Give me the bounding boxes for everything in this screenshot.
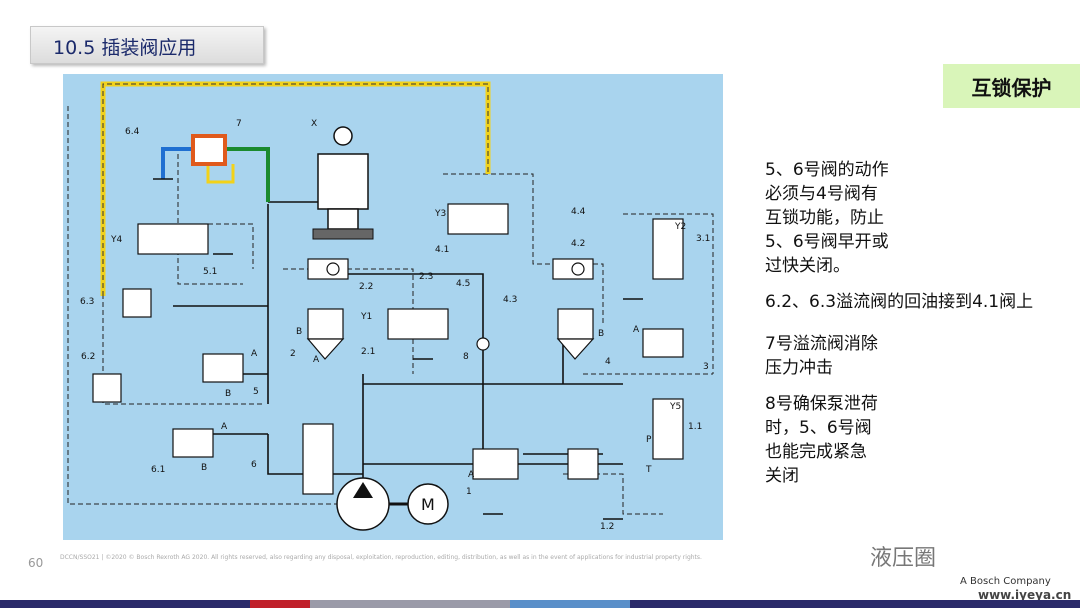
directional-valves (137, 203, 684, 495)
label-y2: Y2 (674, 222, 686, 232)
label-4.4: 4.4 (571, 207, 586, 217)
legal-footer: DCCN/SSO21 | ©2020 © Bosch Rexroth AG 20… (60, 554, 702, 561)
label-a-1: A (468, 470, 475, 480)
label-3: 3 (703, 362, 709, 372)
label-8: 8 (463, 352, 469, 362)
label-4.3: 4.3 (503, 295, 517, 305)
green-pressure-line (225, 147, 270, 202)
label-y4: Y4 (110, 235, 122, 245)
main-lines (173, 201, 623, 494)
label-4.1: 4.1 (435, 245, 449, 255)
label-2: 2 (290, 349, 296, 359)
label-5: 5 (253, 387, 259, 397)
hydraulic-circuit-diagram: 6.4 7 X Y4 Y3 4.4 Y2 3.1 4.1 4.2 5.1 2.3… (63, 74, 723, 540)
label-6.4: 6.4 (125, 127, 140, 137)
explanation-notes: 5、6号阀的动作 必须与4号阀有 互锁功能，防止 5、6号阀早开或 过快关闭。 … (765, 158, 1075, 500)
label-x: X (311, 119, 317, 129)
label-2.2: 2.2 (359, 282, 373, 292)
note-3: 7号溢流阀消除 压力冲击 (765, 334, 878, 378)
label-a-5: A (251, 349, 258, 359)
slide-title: 10.5 插装阀应用 (53, 37, 197, 59)
slide-title-box: 10.5 插装阀应用 (30, 26, 264, 64)
bottom-color-bar (0, 600, 1080, 608)
topic-badge: 互锁保护 (943, 64, 1080, 108)
label-1: 1 (466, 487, 472, 497)
label-4: 4 (605, 357, 611, 367)
label-5.1: 5.1 (203, 267, 217, 277)
label-y1: Y1 (360, 312, 372, 322)
label-6.1: 6.1 (151, 465, 165, 475)
label-2.3: 2.3 (419, 272, 433, 282)
label-t: T (645, 465, 652, 475)
label-a-3: A (633, 325, 640, 335)
label-7: 7 (236, 119, 242, 129)
label-4.5: 4.5 (456, 279, 470, 289)
note-4: 8号确保泵泄荷 时，5、6号阀 也能完成紧急 关闭 (765, 394, 878, 486)
label-b-2: B (296, 327, 302, 337)
component-labels: 6.4 7 X Y4 Y3 4.4 Y2 3.1 4.1 4.2 5.1 2.3… (80, 119, 710, 532)
yellow-pilot-line (100, 81, 491, 296)
label-a-2: A (313, 355, 320, 365)
cartridge-elements (172, 308, 684, 480)
watermark-company: A Bosch Company (960, 576, 1051, 587)
note-1: 5、6号阀的动作 必须与4号阀有 互锁功能，防止 5、6号阀早开或 过快关闭。 (765, 160, 889, 276)
label-b-5: B (225, 389, 231, 399)
page-number: 60 (28, 556, 44, 570)
label-a-6: A (221, 422, 228, 432)
label-6: 6 (251, 460, 257, 470)
label-2.1: 2.1 (361, 347, 375, 357)
label-1.1: 1.1 (688, 422, 702, 432)
watermark-brand: 液压圈 (870, 546, 937, 571)
blue-tank-line (161, 147, 193, 179)
label-6.2: 6.2 (81, 352, 95, 362)
label-p: P (646, 435, 652, 445)
main-cartridge-valve (317, 153, 369, 210)
label-b-4: B (598, 329, 604, 339)
label-1.2: 1.2 (600, 522, 614, 532)
label-y5: Y5 (669, 402, 681, 412)
label-m: M (421, 495, 435, 514)
label-4.2: 4.2 (571, 239, 585, 249)
label-y3: Y3 (434, 209, 446, 219)
relief-valve-7 (191, 134, 227, 166)
note-2: 6.2、6.3溢流阀的回油接到4.1阀上 (765, 292, 1034, 312)
circuit-svg: 6.4 7 X Y4 Y3 4.4 Y2 3.1 4.1 4.2 5.1 2.3… (67, 81, 714, 532)
label-6.3: 6.3 (80, 297, 94, 307)
label-b-6: B (201, 463, 207, 473)
watermark-url: www.iyeya.cn (978, 588, 1072, 602)
label-3.1: 3.1 (696, 234, 710, 244)
pilot-lines (67, 106, 714, 515)
